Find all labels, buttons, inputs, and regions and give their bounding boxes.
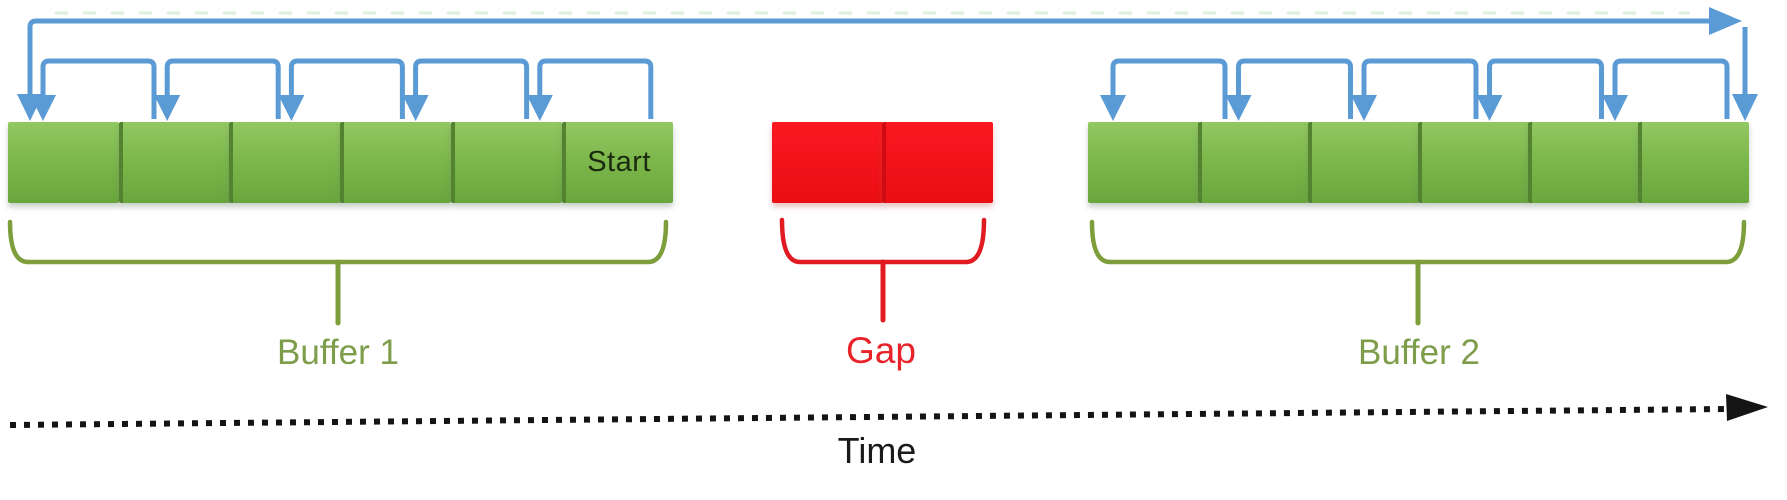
buffer2-block bbox=[1308, 122, 1419, 203]
hop-arrow bbox=[164, 58, 281, 119]
start-label: Start bbox=[587, 146, 651, 178]
hop-arrowhead-icon bbox=[1100, 95, 1126, 121]
time-label: Time bbox=[837, 430, 917, 471]
hop-arrow bbox=[40, 58, 157, 119]
buffer2-block bbox=[1528, 122, 1639, 203]
buffer1-block bbox=[118, 122, 230, 203]
hop-arrow bbox=[413, 58, 530, 119]
gap-label: Gap bbox=[846, 330, 916, 371]
buffer2-label: Buffer 2 bbox=[1358, 333, 1480, 372]
buffer2-block bbox=[1638, 122, 1749, 203]
wrap-arrow bbox=[27, 18, 1709, 96]
buffer2-block bbox=[1088, 122, 1199, 203]
hop-arrow bbox=[1236, 58, 1353, 119]
gap-block bbox=[772, 122, 883, 203]
hop-arrow bbox=[1487, 58, 1604, 119]
hop-arrow bbox=[1361, 58, 1479, 119]
hop-arrowhead-icon bbox=[1602, 95, 1628, 121]
brace bbox=[7, 219, 669, 265]
hop-arrowhead-icon bbox=[1351, 95, 1377, 121]
buffer1-block: Start bbox=[561, 122, 673, 203]
hop-arrowhead-icon bbox=[1225, 95, 1252, 121]
buffer1-block bbox=[8, 122, 120, 203]
buffer1-block bbox=[340, 122, 452, 203]
hop-arrowhead-icon bbox=[154, 95, 181, 121]
time-axis bbox=[9, 406, 1727, 428]
hop-arrowhead-icon bbox=[402, 95, 429, 121]
wrap-drop-arrowhead-icon bbox=[1732, 94, 1758, 121]
gap-block bbox=[882, 122, 993, 203]
brace bbox=[1089, 219, 1747, 265]
brace bbox=[779, 217, 987, 265]
buffer1-block bbox=[229, 122, 341, 203]
hop-arrow bbox=[288, 58, 405, 119]
time-arrowhead-icon bbox=[1726, 394, 1768, 421]
buffer2-block bbox=[1198, 122, 1309, 203]
buffer1-block bbox=[450, 122, 562, 203]
buffer1-label: Buffer 1 bbox=[277, 333, 399, 372]
hop-arrowhead-icon bbox=[526, 95, 553, 121]
hop-arrow bbox=[1612, 58, 1730, 119]
hop-arrowhead-icon bbox=[1476, 95, 1503, 121]
hop-arrowhead-icon bbox=[30, 95, 56, 121]
wrap-arrowhead-right-icon bbox=[1709, 7, 1742, 35]
hop-arrowhead-icon bbox=[278, 95, 305, 121]
hop-arrow bbox=[1110, 58, 1228, 119]
buffer2-block bbox=[1418, 122, 1529, 203]
hop-arrow bbox=[537, 58, 654, 119]
